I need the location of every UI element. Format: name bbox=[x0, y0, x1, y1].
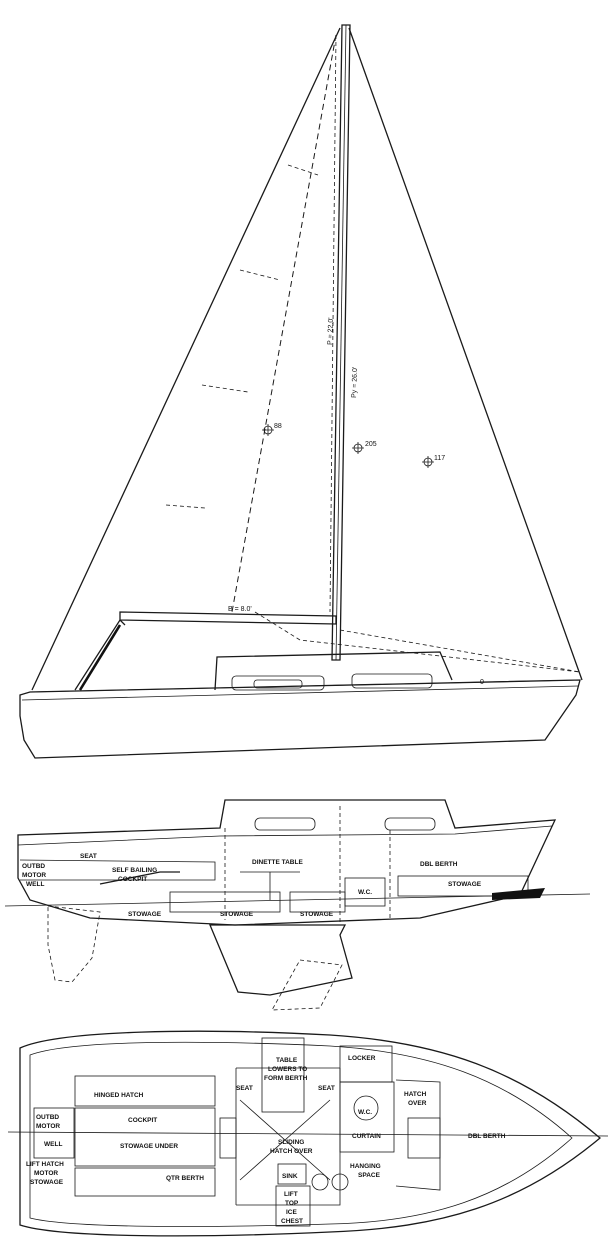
plan-hanging-label: HANGING bbox=[350, 1163, 381, 1170]
plan-cockpit-label: COCKPIT bbox=[128, 1117, 157, 1124]
plan-table-label: FORM BERTH bbox=[264, 1075, 308, 1082]
plan-table-label: TABLE bbox=[276, 1057, 298, 1064]
plan-stowage-under-label: STOWAGE UNDER bbox=[120, 1143, 178, 1150]
plan-hatch-label: HATCH bbox=[404, 1091, 427, 1098]
profile-well-label: WELL bbox=[26, 881, 44, 888]
plan-seat-label: SEAT bbox=[318, 1085, 335, 1092]
plan-wc-label: W.C. bbox=[358, 1109, 372, 1116]
stove-burner bbox=[331, 1173, 349, 1191]
cabin-trunk bbox=[214, 651, 453, 691]
profile-dinette-label: DINETTE TABLE bbox=[252, 859, 303, 866]
cabin-window bbox=[254, 817, 316, 831]
bow-mark: 0 bbox=[480, 679, 484, 686]
plan-seat-label: SEAT bbox=[236, 1085, 253, 1092]
port-light bbox=[231, 675, 325, 691]
plan-qtr-berth-label: QTR BERTH bbox=[166, 1175, 204, 1182]
profile-stowage-label: STOWAGE bbox=[220, 911, 254, 918]
mast bbox=[331, 24, 351, 661]
plan-lift-label: LIFT bbox=[284, 1191, 298, 1198]
dim-b: B = 8.0' bbox=[228, 606, 252, 613]
plan-locker-label: LOCKER bbox=[348, 1055, 376, 1062]
dim-p: P = 22.0' bbox=[327, 317, 335, 345]
hull-profile bbox=[19, 679, 581, 759]
stove-burner bbox=[311, 1173, 329, 1191]
keel bbox=[209, 924, 353, 996]
profile-selfbailing-label: SELF BAILING bbox=[112, 867, 157, 874]
genoa-foot bbox=[254, 611, 581, 673]
boom bbox=[119, 611, 337, 625]
plan-dblberth-label: DBL BERTH bbox=[468, 1133, 506, 1140]
plan-sink-label: SINK bbox=[282, 1173, 298, 1180]
plan-sliding-label: SLIDING bbox=[278, 1139, 304, 1146]
center-of-effort-total: 205 bbox=[352, 441, 377, 454]
anchor-locker bbox=[492, 888, 545, 900]
svg-text:88: 88 bbox=[274, 423, 282, 430]
svg-text:205: 205 bbox=[365, 441, 377, 448]
backstay bbox=[31, 27, 341, 691]
profile-cockpit-label: COCKPIT bbox=[118, 876, 147, 883]
plan-hull bbox=[19, 1030, 602, 1237]
center-of-effort-main: 88 bbox=[262, 423, 282, 436]
profile-outbd-label: OUTBD bbox=[22, 863, 45, 870]
plan-well-label: WELL bbox=[44, 1141, 62, 1148]
center-of-effort-jib: 117 bbox=[422, 455, 445, 468]
rudder bbox=[47, 905, 101, 983]
plan-centerline bbox=[7, 1131, 609, 1137]
sail-plan: P = 22.0' Py = 26.0' B = 8.0' 88 205 117… bbox=[19, 24, 583, 759]
toilet bbox=[353, 1095, 379, 1121]
plan-top-label: TOP bbox=[285, 1200, 299, 1207]
port-light bbox=[351, 673, 433, 689]
plan-table-label: LOWERS TO bbox=[268, 1066, 307, 1073]
dim-py: Py = 26.0' bbox=[351, 367, 359, 398]
plan-stowage-label: STOWAGE bbox=[30, 1179, 64, 1186]
accommodation-plan: TABLE LOWERS TO FORM BERTH LOCKER SEAT S… bbox=[7, 1030, 609, 1237]
dinette-table bbox=[261, 1037, 305, 1113]
inboard-profile: SEAT OUTBD MOTOR WELL SELF BAILING COCKP… bbox=[4, 799, 591, 1011]
mainsail-leech bbox=[231, 34, 337, 613]
profile-stowage-label: STOWAGE bbox=[300, 911, 334, 918]
plan-lift-hatch-label: LIFT HATCH bbox=[26, 1161, 64, 1168]
profile-motor-label: MOTOR bbox=[22, 872, 46, 879]
plan-curtain-label: CURTAIN bbox=[352, 1133, 381, 1140]
plan-sliding-label: HATCH OVER bbox=[270, 1148, 313, 1155]
sink bbox=[277, 1163, 307, 1185]
profile-stowage-label: STOWAGE bbox=[128, 911, 162, 918]
cabin-window bbox=[384, 817, 436, 831]
plan-ice-label: ICE bbox=[286, 1209, 298, 1216]
plan-motor-label: MOTOR bbox=[36, 1123, 60, 1130]
plan-hinged-hatch-label: HINGED HATCH bbox=[94, 1092, 144, 1099]
profile-seat-label: SEAT bbox=[80, 853, 97, 860]
forestay bbox=[348, 27, 583, 681]
plan-outbd-label: OUTBD bbox=[36, 1114, 59, 1121]
svg-text:117: 117 bbox=[434, 455, 445, 462]
profile-stowage-label: STOWAGE bbox=[448, 881, 482, 888]
plan-space-label: SPACE bbox=[358, 1172, 381, 1179]
profile-dblberth-label: DBL BERTH bbox=[420, 861, 458, 868]
plan-motor-stowage-label: MOTOR bbox=[34, 1170, 58, 1177]
profile-wc-label: W.C. bbox=[358, 889, 372, 896]
plan-chest-label: CHEST bbox=[281, 1218, 303, 1225]
plan-over-label: OVER bbox=[408, 1100, 427, 1107]
